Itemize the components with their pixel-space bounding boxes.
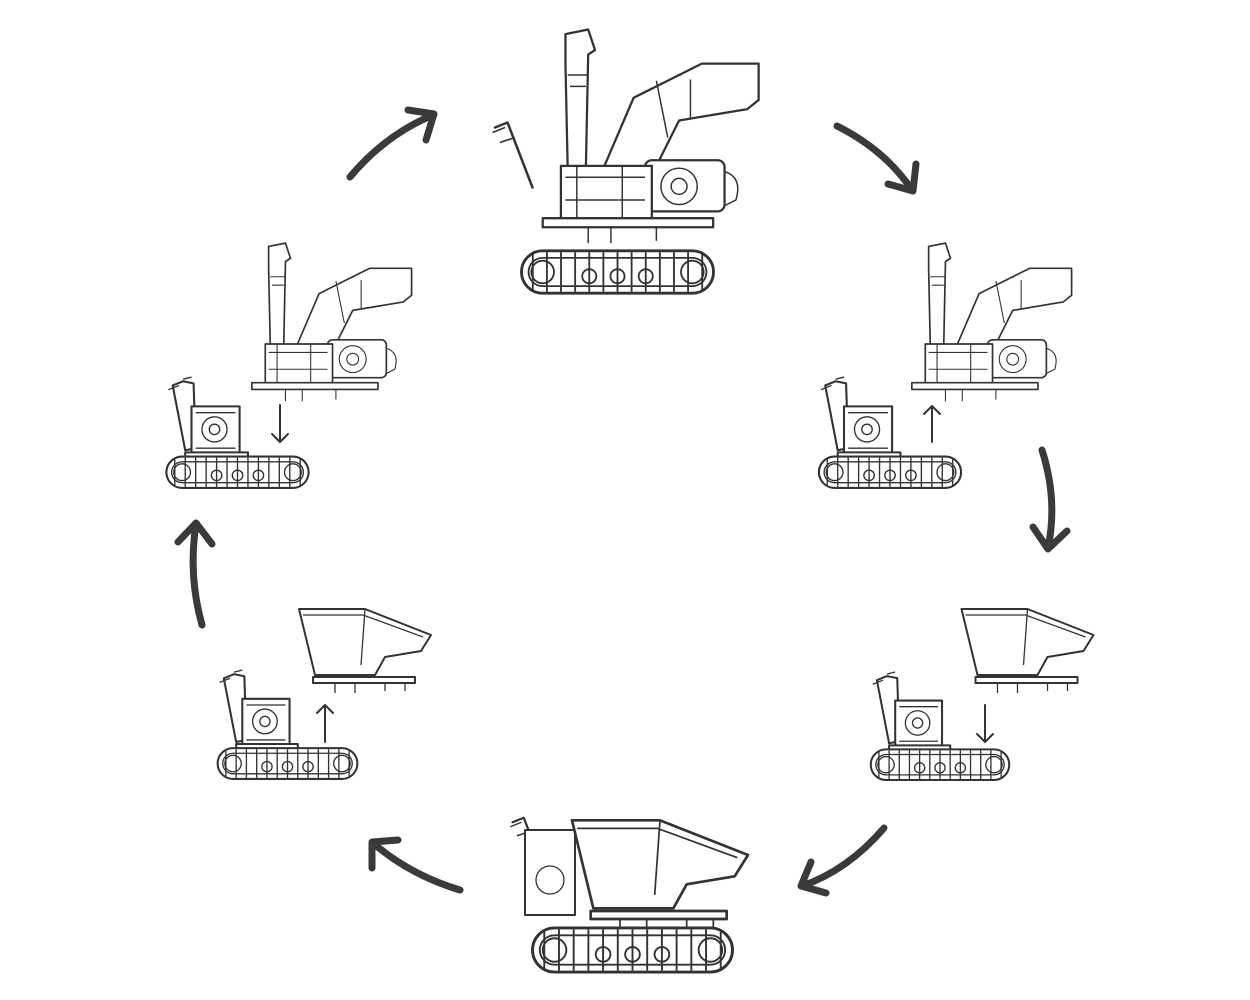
lift-arrow-icon bbox=[316, 704, 334, 743]
chipper-on-tracks-assembled bbox=[491, 28, 760, 295]
lower-arrow-icon bbox=[976, 704, 994, 743]
chipper-installation-step bbox=[166, 242, 413, 488]
chipper-removal-step bbox=[819, 242, 1073, 488]
cycle-arrow-icon bbox=[174, 519, 216, 629]
bin-removal-step bbox=[218, 608, 432, 779]
dumper-on-tracks-assembled bbox=[509, 816, 750, 974]
lower-arrow-icon bbox=[271, 404, 289, 443]
cycle-arrow-icon bbox=[368, 836, 464, 894]
cycle-arrow-icon bbox=[346, 106, 438, 181]
cycle-arrow-icon bbox=[797, 824, 888, 897]
cycle-arrow-icon bbox=[1029, 446, 1071, 553]
cycle-arrow-icon bbox=[833, 122, 920, 195]
bin-installation-step bbox=[871, 607, 1095, 780]
lift-arrow-icon bbox=[923, 405, 941, 443]
